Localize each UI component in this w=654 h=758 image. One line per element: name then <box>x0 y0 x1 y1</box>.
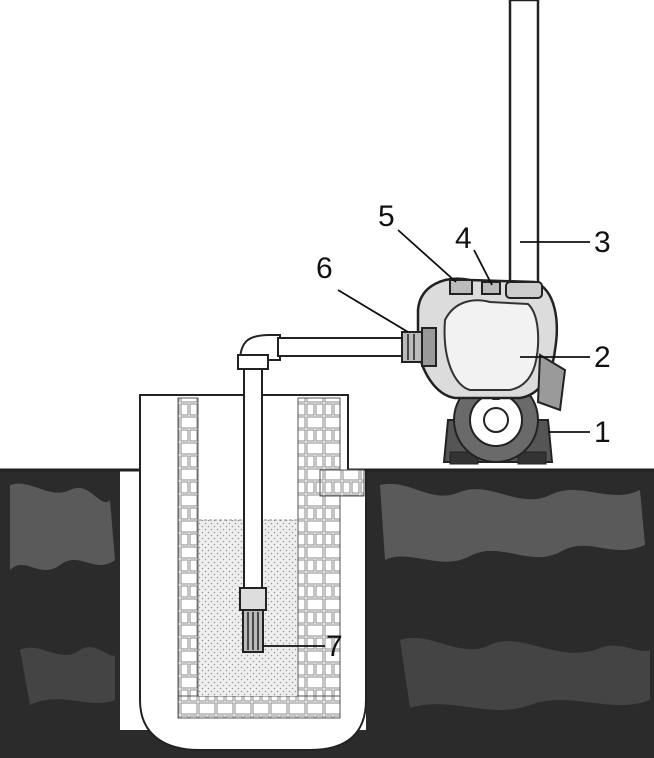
callout-6: 6 <box>316 252 333 285</box>
discharge-pipe <box>508 0 540 292</box>
foot-valve <box>239 587 267 653</box>
callout-3: 3 <box>594 226 611 259</box>
pump <box>401 277 567 465</box>
suction-pipe <box>237 334 405 591</box>
callout-7: 7 <box>326 630 343 663</box>
callout-1: 1 <box>594 416 611 449</box>
callout-5: 5 <box>378 200 395 233</box>
ground <box>0 470 654 758</box>
callout-2: 2 <box>594 341 611 374</box>
leader-lines <box>262 229 590 647</box>
brick-well-wall <box>177 397 365 719</box>
callout-4: 4 <box>455 222 472 255</box>
